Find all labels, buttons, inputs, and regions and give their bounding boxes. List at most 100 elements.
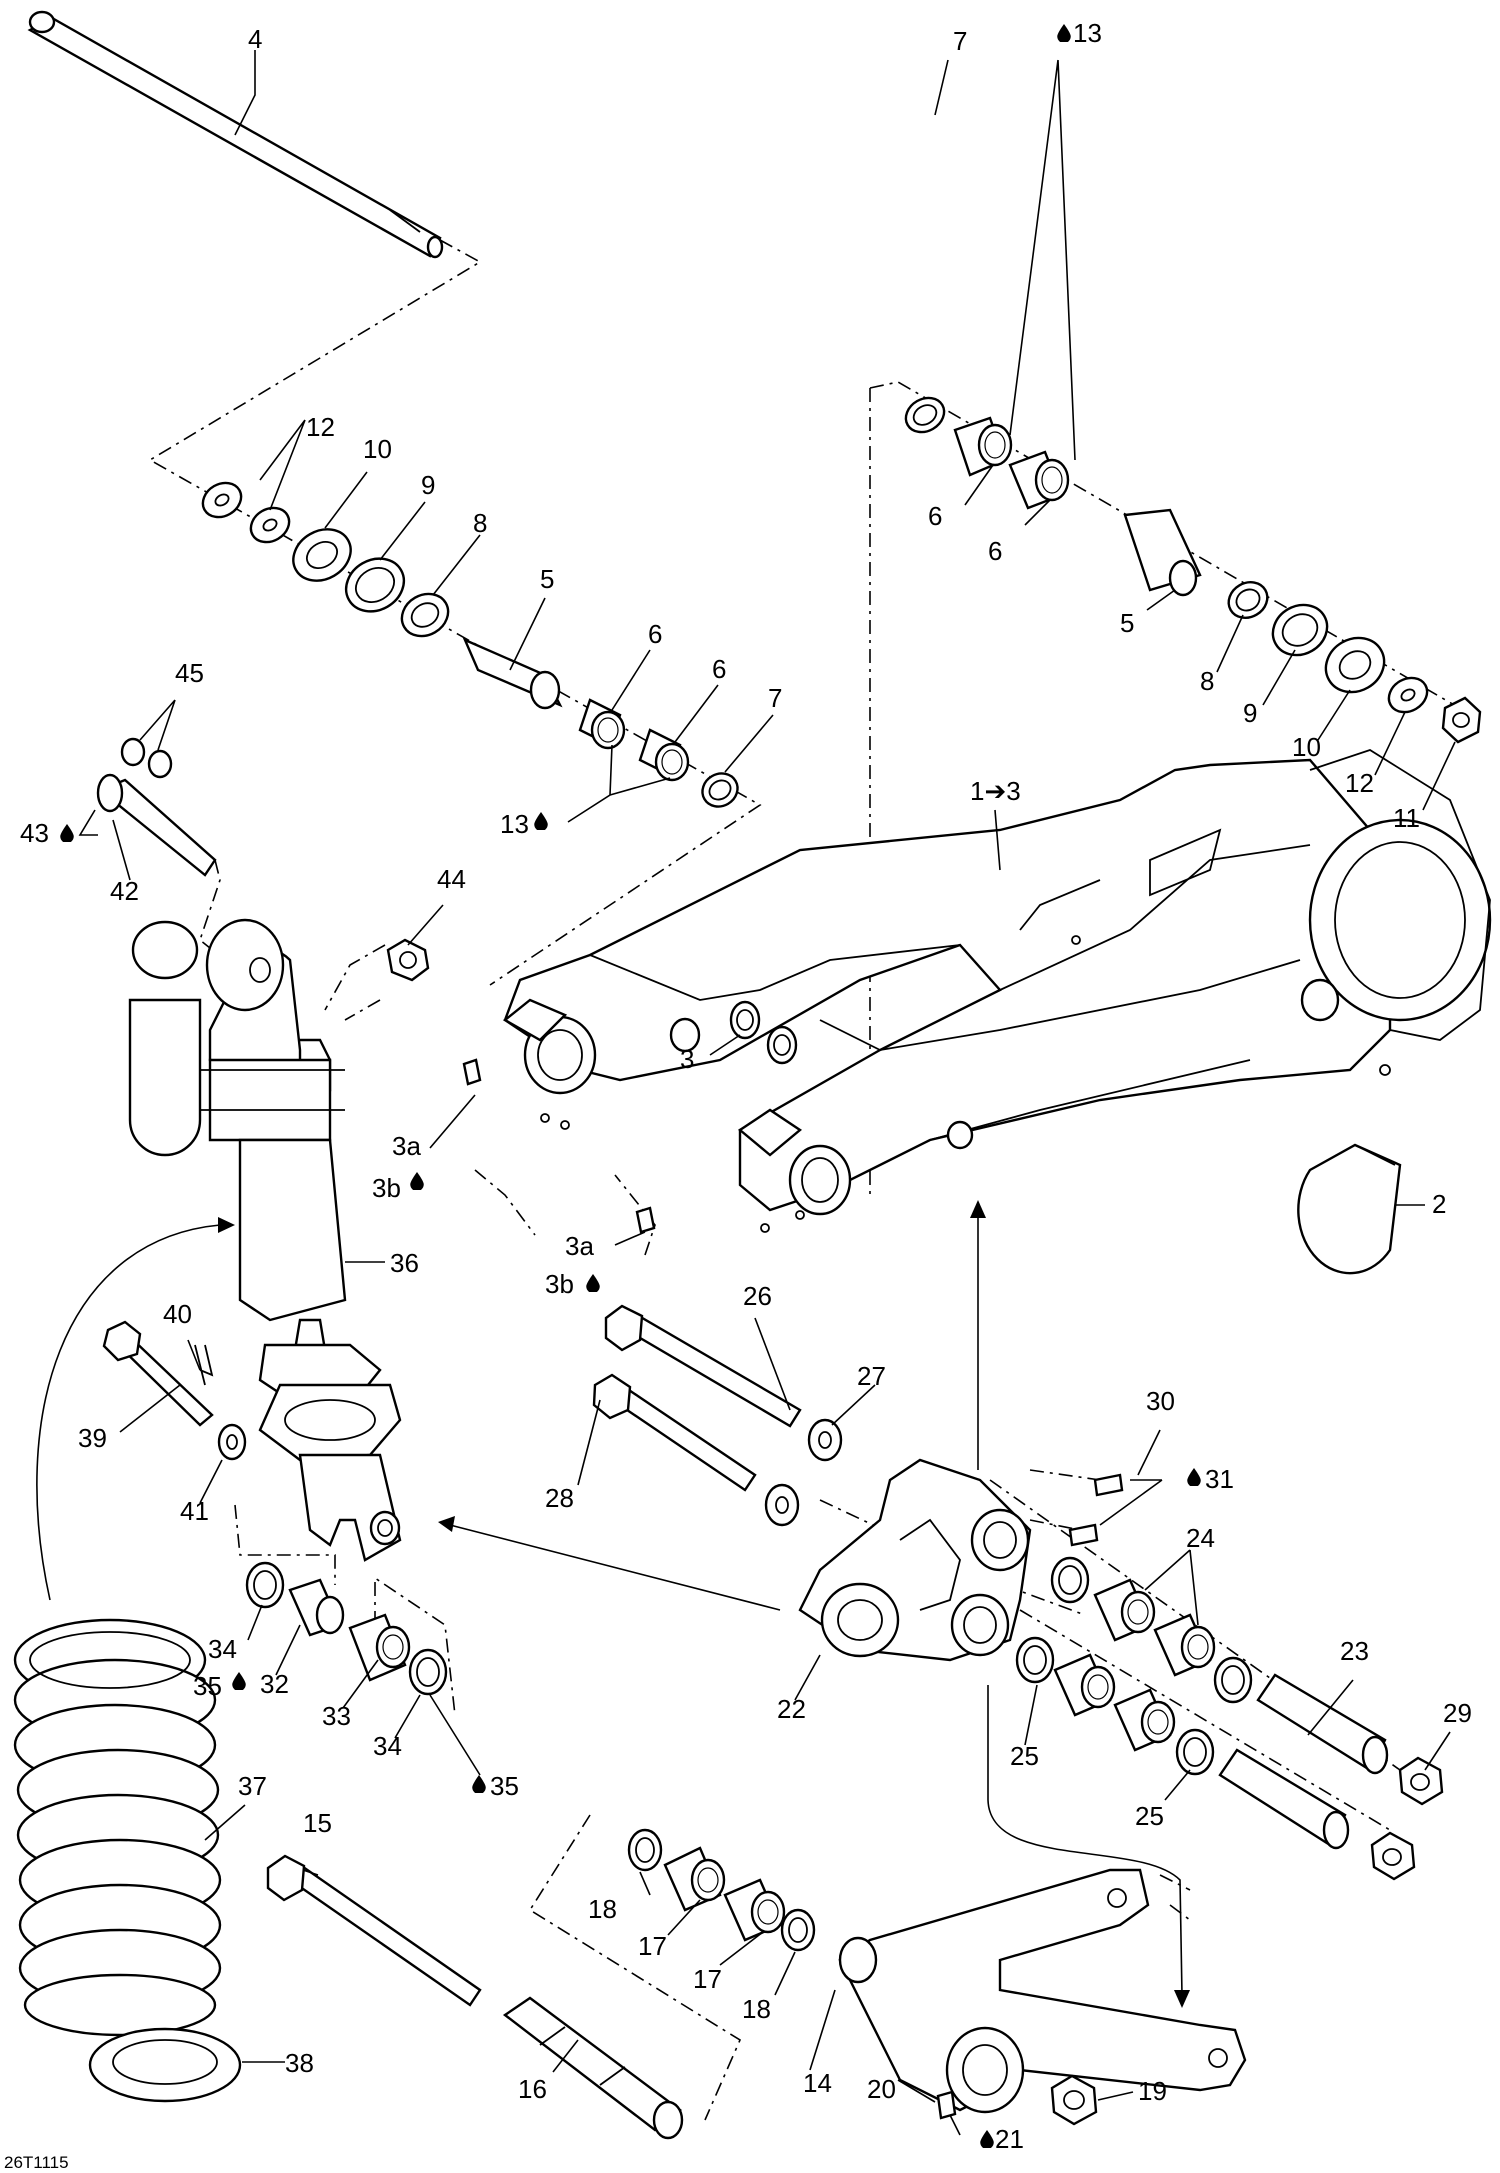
callout-40: 40	[163, 1299, 192, 1329]
nuts-29	[1370, 1756, 1444, 1881]
callout-2: 2	[1432, 1189, 1446, 1219]
washers-27	[764, 1418, 843, 1527]
callout-25: 25	[1010, 1741, 1039, 1771]
bolt-26	[604, 1304, 802, 1428]
callout-37: 37	[238, 1771, 267, 1801]
arrows	[438, 1200, 1190, 2008]
callout-8: 8	[1200, 666, 1214, 696]
bolt-39	[102, 1320, 214, 1427]
callout-12: 12	[306, 412, 335, 442]
spring-arrow	[36, 1217, 235, 1601]
leader-lines	[78, 50, 1456, 2136]
callout-16: 16	[518, 2074, 547, 2104]
sleeve-16	[502, 1996, 684, 2140]
lower-bearings	[627, 1828, 816, 1952]
callout-36: 36	[390, 1248, 419, 1278]
bolt-28	[592, 1373, 757, 1492]
lower-shock-bushings	[245, 1561, 448, 1696]
callout-39: 39	[78, 1423, 107, 1453]
callout-41: 41	[180, 1496, 209, 1526]
callout-29: 29	[1443, 1698, 1472, 1728]
callout-3: 3	[680, 1044, 694, 1074]
bolt-15	[266, 1854, 482, 2007]
lubricant-drop-icon	[586, 1274, 600, 1292]
cap-2	[1297, 1143, 1402, 1275]
callout-25: 25	[1135, 1801, 1164, 1831]
lubricant-drop-icon	[1187, 1468, 1201, 1486]
callout-3b: 3b	[545, 1269, 574, 1299]
callout-22: 22	[777, 1694, 806, 1724]
callout-32: 32	[260, 1669, 289, 1699]
nut-19	[1050, 2074, 1098, 2126]
lubricant-drop-icon	[1057, 24, 1071, 42]
callout-10: 10	[1292, 732, 1321, 762]
axle-bolt-4	[27, 10, 444, 259]
callout-labels: 4 12 10 9 8 5 6 6 7 13 45 43 42 44 7 13 …	[4, 18, 1472, 2172]
callout-13: 13	[1073, 18, 1102, 48]
callout-13: 13	[500, 809, 529, 839]
lubricant-drop-icon	[980, 2130, 994, 2148]
callout-8: 8	[473, 508, 487, 538]
callout-17: 17	[638, 1931, 667, 1961]
callout-33: 33	[322, 1701, 351, 1731]
callout-21: 21	[995, 2124, 1024, 2154]
lubricant-drop-icon	[472, 1775, 486, 1793]
callout-30: 30	[1146, 1386, 1175, 1416]
spring-seat-38	[88, 2027, 242, 2103]
lubricant-drop-icon	[60, 824, 74, 842]
callout-5: 5	[540, 564, 554, 594]
callout-15: 15	[303, 1808, 332, 1838]
callout-6: 6	[712, 654, 726, 684]
callout-31: 31	[1205, 1464, 1234, 1494]
callout-1-to-3: 1➔3	[970, 776, 1021, 806]
callout-17: 17	[693, 1964, 722, 1994]
callout-14: 14	[803, 2068, 832, 2098]
callout-35: 35	[193, 1671, 222, 1701]
swing-arm	[502, 749, 1492, 1233]
spring-37	[13, 1618, 222, 2037]
callout-44: 44	[437, 864, 466, 894]
shock-absorber-36	[128, 918, 402, 1562]
callout-24: 24	[1186, 1523, 1215, 1553]
lubricant-drop-icon	[534, 812, 548, 830]
callout-34: 34	[208, 1634, 237, 1664]
sleeves-23	[1218, 1673, 1389, 1850]
nut-44	[386, 938, 430, 982]
callout-3a: 3a	[565, 1231, 594, 1261]
callout-19: 19	[1138, 2076, 1167, 2106]
callout-18: 18	[588, 1894, 617, 1924]
callout-42: 42	[110, 876, 139, 906]
grease-fitting-3a	[462, 1058, 656, 1234]
callout-23: 23	[1340, 1636, 1369, 1666]
callout-12: 12	[1345, 768, 1374, 798]
callout-9: 9	[1243, 698, 1257, 728]
o-rings-45	[120, 737, 173, 779]
callout-6: 6	[988, 536, 1002, 566]
callout-9: 9	[421, 470, 435, 500]
diagram-code: 26T1115	[4, 2153, 69, 2172]
callout-20: 20	[867, 2074, 896, 2104]
callout-27: 27	[857, 1361, 886, 1391]
callout-11: 11	[1393, 803, 1420, 833]
callout-3a: 3a	[392, 1131, 421, 1161]
callout-28: 28	[545, 1483, 574, 1513]
callout-5: 5	[1120, 608, 1134, 638]
cotter-pin-40	[194, 1344, 214, 1386]
washer-41	[217, 1423, 247, 1461]
callout-7: 7	[768, 683, 782, 713]
lubricant-drop-icon	[410, 1172, 424, 1190]
bushing-3	[729, 1000, 798, 1065]
callout-45: 45	[175, 658, 204, 688]
lower-arm-14	[838, 1868, 1247, 2114]
callout-10: 10	[363, 434, 392, 464]
callout-34: 34	[373, 1731, 402, 1761]
lubricant-drop-icon	[232, 1672, 246, 1690]
grease-fitting-20	[936, 2090, 957, 2120]
rocker-22	[798, 1458, 1032, 1662]
callout-4: 4	[248, 24, 262, 54]
right-pivot-stack	[904, 396, 1482, 744]
callout-43: 43	[20, 818, 49, 848]
callout-38: 38	[285, 2048, 314, 2078]
left-pivot-stack	[201, 481, 739, 808]
callout-26: 26	[743, 1281, 772, 1311]
